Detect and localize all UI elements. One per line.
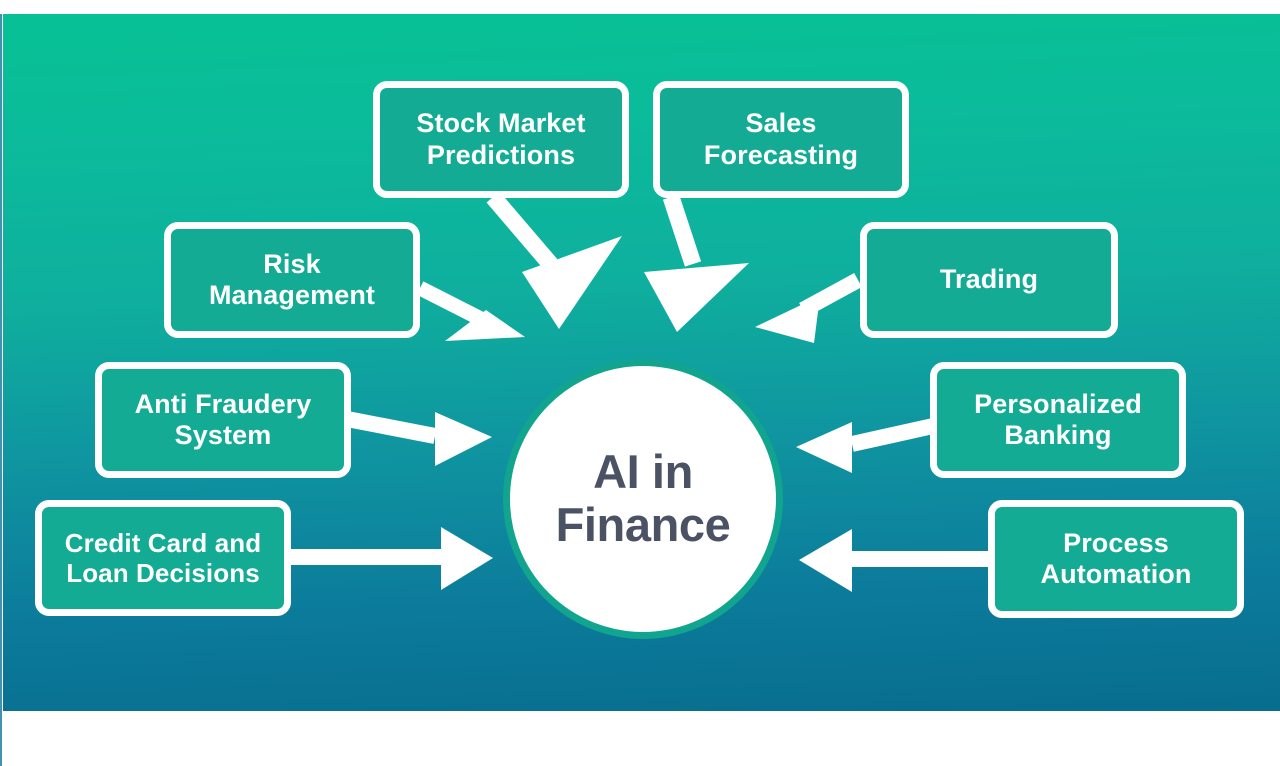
arrow-credit-card-and-loan-decisions xyxy=(288,527,493,590)
arrow-layer xyxy=(288,191,993,592)
node-label-stock-market-predictions: Stock Market Predictions xyxy=(416,108,586,170)
node-label-personalized-banking: Personalized Banking xyxy=(974,388,1142,450)
node-stock-market-predictions[interactable]: Stock Market Predictions xyxy=(373,81,629,198)
diagram-panel: Stock Market Predictions Sales Forecasti… xyxy=(3,14,1280,711)
node-label-trading: Trading xyxy=(939,264,1039,295)
node-label-risk-management: Risk Management xyxy=(208,248,376,310)
left-edge-rule xyxy=(0,14,2,766)
arrow-sales-forecasting xyxy=(644,194,749,332)
node-anti-fraudery-system[interactable]: Anti Fraudery System xyxy=(95,362,351,478)
node-credit-card-and-loan-decisions[interactable]: Credit Card and Loan Decisions xyxy=(35,500,291,616)
arrow-stock-market-predictions xyxy=(486,191,622,329)
arrow-risk-management xyxy=(416,281,525,341)
node-risk-management[interactable]: Risk Management xyxy=(164,222,420,338)
node-process-automation[interactable]: Process Automation xyxy=(988,500,1244,618)
node-label-credit-card-and-loan-decisions: Credit Card and Loan Decisions xyxy=(64,527,262,588)
node-sales-forecasting[interactable]: Sales Forecasting xyxy=(653,81,909,198)
node-label-process-automation: Process Automation xyxy=(1040,527,1192,589)
node-trading[interactable]: Trading xyxy=(860,222,1118,338)
arrow-anti-fraudery-system xyxy=(345,411,492,466)
center-hub-label: AI in Finance xyxy=(555,445,731,551)
node-personalized-banking[interactable]: Personalized Banking xyxy=(930,362,1186,478)
arrow-trading xyxy=(755,272,862,343)
center-hub[interactable]: AI in Finance xyxy=(503,359,783,639)
arrow-process-automation xyxy=(799,529,993,592)
arrow-personalized-banking xyxy=(796,418,935,473)
node-label-sales-forecasting: Sales Forecasting xyxy=(703,108,859,170)
node-label-anti-fraudery-system: Anti Fraudery System xyxy=(134,388,312,450)
